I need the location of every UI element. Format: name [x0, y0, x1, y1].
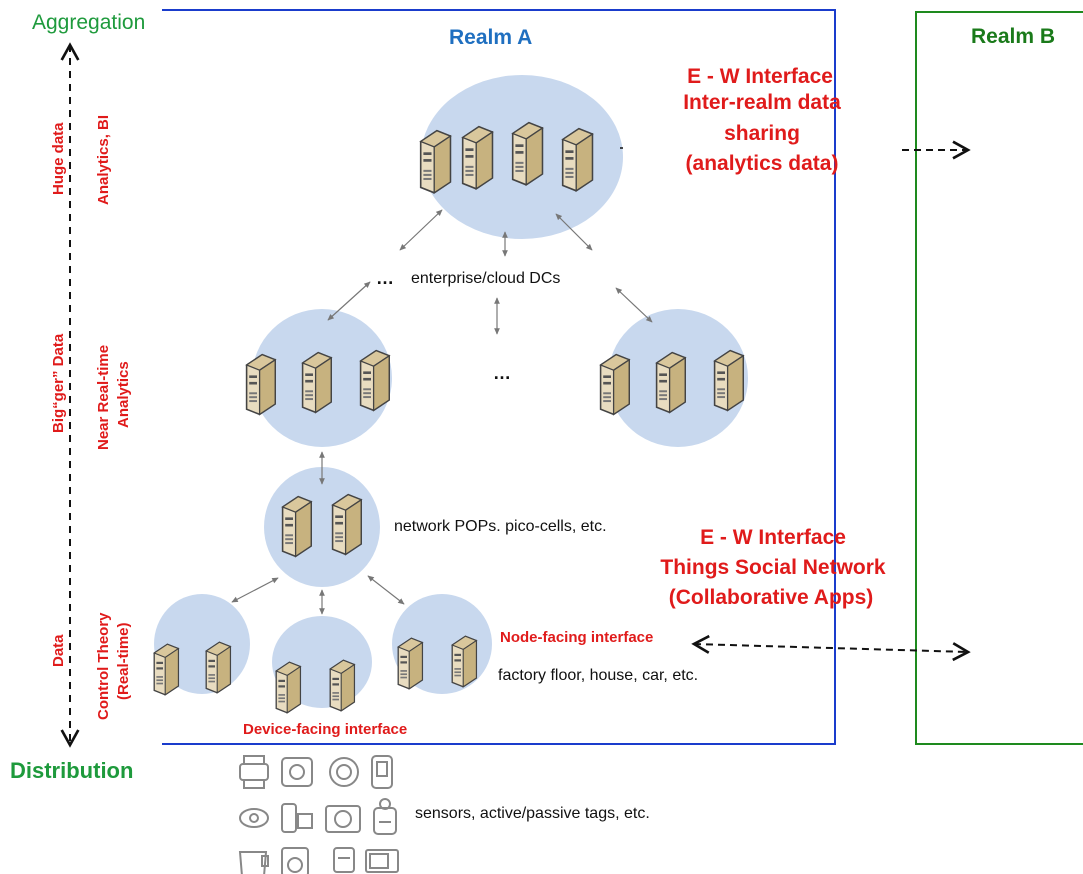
data-label: Data — [50, 634, 67, 667]
device-icon — [238, 851, 269, 874]
server-icon — [245, 353, 276, 416]
server-icon — [301, 351, 332, 414]
ew-bot-line3: (Collaborative Apps) — [669, 586, 874, 609]
analytics-bi-label: Analytics, BI — [95, 115, 112, 205]
enterprise-label: enterprise/cloud DCs — [411, 270, 560, 287]
server-icon — [713, 349, 744, 412]
device-icon — [329, 757, 359, 787]
network-pops-label: network POPs. pico-cells, etc. — [394, 518, 607, 535]
sensors-text: sensors, active/passive tags, etc. — [415, 805, 650, 822]
device-facing-label: Device-facing interface — [243, 721, 407, 738]
control-theory-label: Control Theory — [95, 612, 112, 720]
ew-bot-line2: Things Social Network — [660, 556, 886, 579]
ew-bot-line1: E - W Interface — [700, 526, 846, 549]
real-time-label: (Real-time) — [115, 622, 132, 700]
distribution-label: Distribution — [10, 758, 133, 783]
realm-a-title: Realm A — [449, 26, 532, 49]
connections — [231, 209, 653, 615]
server-icon — [153, 643, 180, 696]
bigger-data-label: Big“ger” Data — [50, 333, 67, 433]
device-icon — [325, 805, 361, 833]
server-icon — [599, 353, 630, 416]
ew-top-line2: Inter-realm data — [683, 91, 841, 114]
server-icon — [511, 121, 544, 186]
realm-b-title: Realm B — [971, 25, 1055, 48]
dots-top-left: … — [376, 268, 394, 288]
cloud-pop — [264, 467, 380, 587]
printer-icon — [239, 755, 269, 789]
analytics-label: Analytics — [115, 361, 132, 428]
ew-top-line3: sharing — [724, 122, 800, 145]
realm-a-border — [162, 9, 836, 745]
device-icon — [365, 849, 399, 873]
server-icon — [275, 661, 302, 714]
server-icon — [331, 493, 362, 556]
realm-b-border — [915, 11, 1083, 745]
factory-label: factory floor, house, car, etc. — [498, 667, 698, 684]
server-icon — [359, 349, 390, 412]
server-icon — [397, 637, 424, 690]
server-icon — [655, 351, 686, 414]
device-icons — [238, 755, 399, 874]
device-icon — [281, 803, 313, 833]
server-icon — [561, 127, 594, 192]
ew-top-line4: (analytics data) — [686, 152, 839, 175]
device-icon — [281, 847, 309, 874]
server-icon — [281, 495, 312, 558]
huge-data-label: Huge data — [50, 122, 67, 195]
node-facing-label: Node-facing interface — [500, 629, 653, 646]
server-icon — [205, 641, 232, 694]
dots-mid: … — [493, 363, 511, 383]
near-real-time-label: Near Real-time — [95, 345, 112, 450]
ew-top-line1: E - W Interface — [687, 65, 833, 88]
server-icon — [451, 635, 478, 688]
server-icon — [329, 659, 356, 712]
aggregation-label: Aggregation — [32, 11, 145, 34]
ew-bottom-arrow — [691, 634, 971, 662]
device-icon — [333, 847, 355, 873]
server-icon — [419, 129, 452, 194]
device-icon — [281, 757, 313, 787]
device-icon — [239, 808, 269, 828]
device-icon — [371, 755, 393, 789]
sensor-tag-icon — [373, 798, 397, 835]
server-icon — [461, 125, 494, 190]
